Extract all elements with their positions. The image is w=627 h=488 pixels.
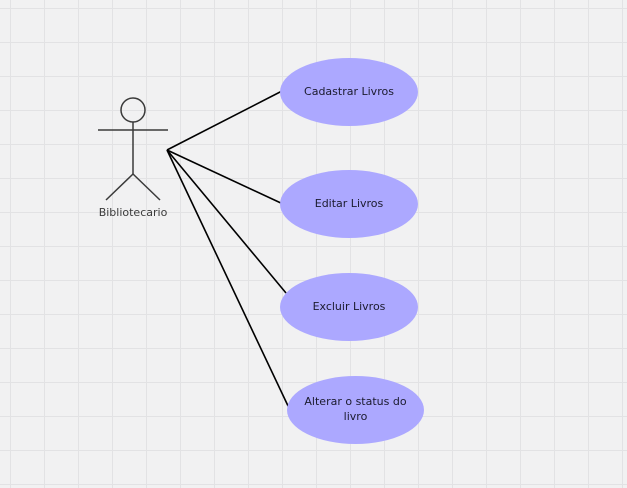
association-line-editar	[166, 149, 284, 205]
association-line-alterar	[166, 149, 290, 409]
actor-figure	[98, 97, 168, 201]
use-case-label: Excluir Livros	[312, 299, 386, 313]
actor-label: Bibliotecario	[98, 206, 168, 219]
use-case-alterar-status[interactable]: Alterar o status do livro	[287, 376, 424, 444]
actor-head	[120, 97, 146, 123]
association-line-excluir	[166, 149, 287, 294]
actor-left-leg	[105, 173, 134, 201]
use-case-cadastrar-livros[interactable]: Cadastrar Livros	[280, 58, 418, 126]
use-case-label: Alterar o status do livro	[304, 395, 407, 423]
use-case-editar-livros[interactable]: Editar Livros	[280, 170, 418, 238]
use-case-label: Cadastrar Livros	[304, 84, 394, 98]
association-line-cadastrar	[166, 90, 283, 151]
use-case-label: Editar Livros	[314, 196, 384, 210]
use-case-excluir-livros[interactable]: Excluir Livros	[280, 273, 418, 341]
actor-right-leg	[132, 173, 161, 201]
